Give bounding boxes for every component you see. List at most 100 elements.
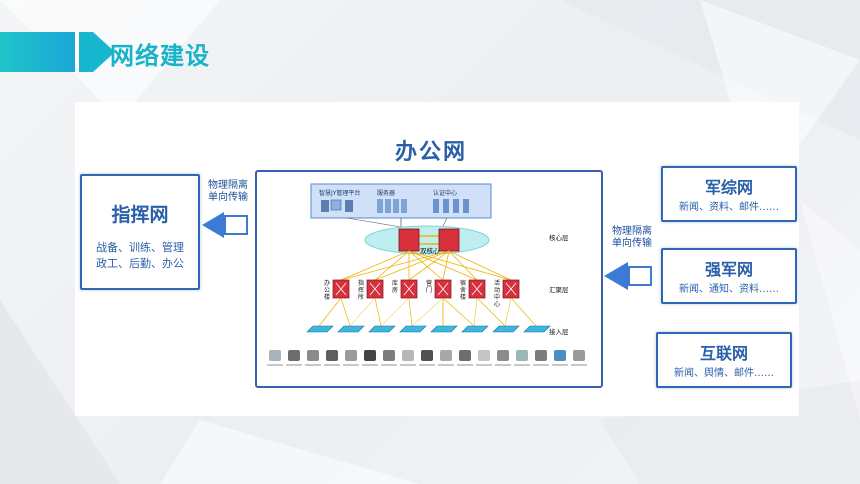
command-network-box: 指挥网 战备、训练、管理 政工、后勤、办公: [80, 174, 200, 290]
access-links: [318, 297, 537, 327]
office-network-title: 办公网: [395, 139, 468, 165]
agg-node-label-char: 所: [358, 293, 364, 301]
access-link: [510, 297, 537, 327]
core-layer-label: 核心层: [549, 233, 569, 242]
right-isolation-line1: 物理隔离: [612, 226, 652, 237]
end-device-icon: [440, 350, 452, 361]
access-link: [374, 297, 382, 327]
end-device-icon: [326, 350, 338, 361]
end-device-icon: [497, 350, 509, 361]
left-isolation-line1: 物理隔离: [208, 180, 248, 191]
agg-node-label-char: 楼: [324, 293, 330, 301]
access-link: [340, 297, 351, 327]
access-link: [349, 297, 376, 327]
agg-node-label-char: 库: [392, 279, 398, 287]
end-device-icon: [573, 350, 585, 361]
server-icons: [321, 199, 469, 213]
end-device-caption-mark: [267, 364, 283, 366]
access-switch-icon: [492, 325, 520, 333]
end-device-icon: [535, 350, 547, 361]
command-network-title: 指挥网: [111, 204, 169, 226]
agg-layer-label: 汇聚层: [549, 286, 569, 294]
agg-switch-mark: [437, 282, 449, 296]
access-switch-icon: [337, 325, 365, 333]
access-link: [318, 297, 342, 327]
right-isolation-line2: 单向传输: [612, 238, 652, 249]
server-label-server: 服务器: [377, 189, 395, 197]
server-icon: [463, 199, 469, 213]
access-switches: [306, 325, 551, 333]
agg-node-label-char: 舍: [460, 286, 466, 294]
agg-node-label-char: 楼: [460, 293, 466, 301]
header-arrow-icon: [93, 32, 115, 72]
agg-link: [448, 250, 478, 281]
end-device-caption-mark: [305, 364, 321, 366]
access-switch-icon: [523, 325, 551, 333]
server-icon: [393, 199, 399, 213]
agg-node-label-char: 营: [426, 279, 432, 287]
header-arrow-stem: [79, 32, 93, 72]
end-device-icon: [383, 350, 395, 361]
end-device-caption-mark: [343, 364, 359, 366]
server-icon: [385, 199, 391, 213]
qiangjun-network-box: 强军网 新闻、通知、资料……: [661, 248, 797, 304]
qiangjun-network-desc: 新闻、通知、资料……: [679, 284, 779, 295]
end-device-caption-mark: [419, 364, 435, 366]
end-device-icon: [459, 350, 471, 361]
access-switch-icon: [461, 325, 489, 333]
agg-node-label-char: 活: [494, 279, 500, 287]
end-device-caption-mark: [457, 364, 473, 366]
qiangjun-network-title: 强军网: [704, 260, 753, 279]
end-device-caption-mark: [533, 364, 549, 366]
end-device-caption-mark: [381, 364, 397, 366]
agg-node-label-char: 挥: [358, 286, 364, 294]
agg-link: [448, 250, 512, 281]
end-device-icon: [516, 350, 528, 361]
server-icon: [443, 199, 449, 213]
end-device-icon: [288, 350, 300, 361]
military-network-box: 军综网 新闻、资料、邮件……: [661, 166, 797, 222]
server-icon: [453, 199, 459, 213]
agg-node-label-char: 宿: [460, 279, 466, 287]
end-device-icon: [402, 350, 414, 361]
server-icon: [377, 199, 383, 213]
internet-title: 互联网: [699, 344, 748, 363]
network-topology-diagram: 智慧JY管理平台 服务器 认证中心 双核心 核心层 办公楼指挥所库: [255, 170, 603, 388]
end-device-icon: [478, 350, 490, 361]
agg-link: [340, 250, 450, 281]
agg-link: [408, 250, 478, 281]
end-device-caption-mark: [514, 364, 530, 366]
internet-desc: 新闻、舆情、邮件……: [674, 368, 774, 379]
access-switch-icon: [306, 325, 334, 333]
end-device-caption-mark: [400, 364, 416, 366]
access-link: [411, 297, 444, 327]
core-label: 双核心: [420, 246, 440, 255]
access-link: [504, 297, 512, 327]
right-arrow-icon: [604, 262, 652, 290]
end-device-caption-mark: [495, 364, 511, 366]
agg-switch-mark: [335, 282, 347, 296]
agg-node-label-char: 房: [392, 286, 398, 294]
access-link: [380, 297, 410, 327]
military-network-title: 军综网: [704, 178, 753, 197]
monitor-icon: [330, 199, 342, 211]
agg-node-label-char: 办: [324, 279, 330, 287]
section-title: 网络建设: [110, 42, 210, 70]
left-isolation-label: 物理隔离 单向传输: [203, 180, 253, 204]
agg-link: [340, 250, 410, 281]
access-link: [476, 297, 506, 327]
left-isolation-line2: 单向传输: [208, 192, 248, 203]
header-accent-bar: [0, 32, 75, 72]
access-link: [442, 297, 475, 327]
access-layer-label: 接入层: [549, 327, 569, 336]
server-icon: [433, 199, 439, 213]
end-devices: [267, 350, 587, 366]
access-switch-icon: [399, 325, 427, 333]
section-header: 网络建设: [0, 32, 260, 72]
end-device-caption-mark: [286, 364, 302, 366]
agg-node-label-char: 公: [324, 287, 330, 294]
access-link: [473, 297, 478, 327]
end-device-caption-mark: [324, 364, 340, 366]
